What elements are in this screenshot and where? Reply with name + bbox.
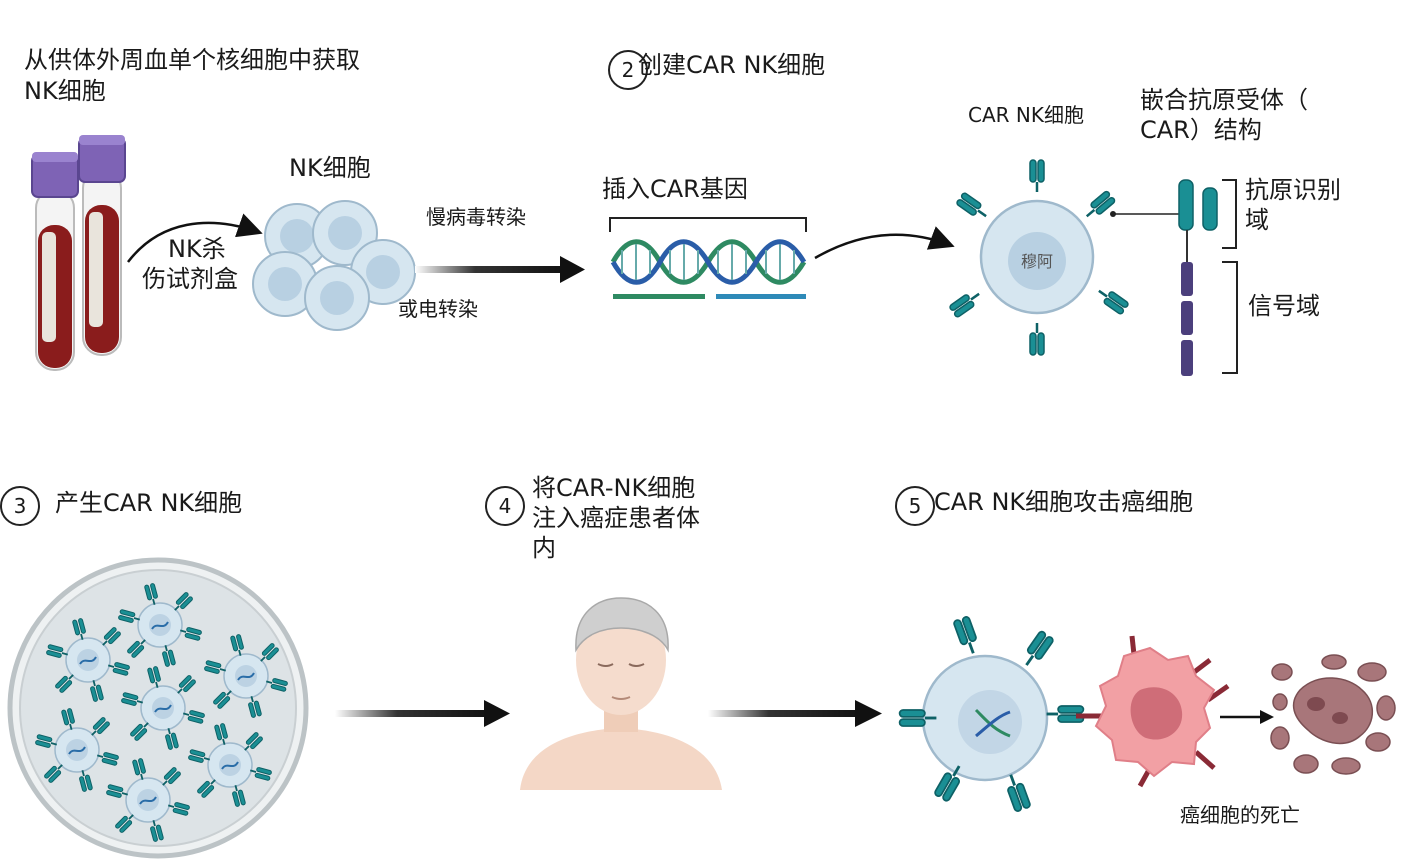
- dna-helix-icon: [610, 239, 807, 299]
- nk-cell: [252, 251, 318, 317]
- blood-tubes: [31, 135, 126, 371]
- step4-title-line1: 将CAR-NK细胞: [532, 474, 696, 502]
- step5-title: CAR NK细胞攻击癌细胞: [934, 488, 1194, 516]
- step4-number-badge: 4: [485, 486, 525, 526]
- kit-arrow: [127, 213, 263, 263]
- nucleus-label: 穆阿: [1021, 252, 1054, 271]
- attacking-car-nk-cell: [898, 614, 1085, 814]
- arrow-dish-to-patient: [335, 700, 510, 727]
- nk-cells-label: NK细胞: [289, 154, 371, 182]
- dish-car-nk-cell: [34, 707, 120, 793]
- dish-car-nk-cell: [45, 617, 131, 703]
- curve-arrow-to-car-nk: [814, 226, 955, 260]
- patient-illustration: [520, 597, 722, 790]
- gene-bracket: [609, 217, 807, 232]
- step1-title-line1: 从供体外周血单个核细胞中获取: [24, 46, 360, 74]
- transduction-arrow: [415, 256, 585, 283]
- step2-title: 创建CAR NK细胞: [638, 51, 826, 79]
- signal-domain-label: 信号域: [1248, 292, 1320, 320]
- step4-title-line3: 内: [532, 534, 556, 562]
- step4-title-line2: 注入癌症患者体: [532, 504, 700, 532]
- kit-label-line1: NK杀: [168, 235, 226, 263]
- dish-car-nk-cell: [203, 633, 289, 719]
- cancer-cell: [1076, 635, 1230, 788]
- nk-cell-cluster: [252, 200, 416, 331]
- dish-car-nk-cell: [120, 665, 206, 751]
- electroporation-label: 或电转染: [398, 297, 478, 321]
- kit-label-line2: 伤试剂盒: [142, 265, 238, 293]
- blood-tube-right: [78, 135, 126, 356]
- car-structure-diagram: [1178, 179, 1238, 376]
- lentiviral-label: 慢病毒转染: [426, 205, 526, 229]
- antigen-domain-label-line1: 抗原识别: [1245, 176, 1341, 204]
- step5-number-badge: 5: [895, 486, 935, 526]
- cancer-death-label: 癌细胞的死亡: [1180, 803, 1300, 827]
- car-nk-cell: [947, 158, 1131, 357]
- car-nk-cell-label: CAR NK细胞: [968, 103, 1084, 127]
- step1-title-line2: NK细胞: [24, 77, 106, 105]
- antigen-domain-label-line2: 域: [1245, 206, 1269, 234]
- step2-number-badge: 2: [608, 50, 648, 90]
- car-structure-title-line2: CAR）结构: [1140, 116, 1262, 144]
- dish-car-nk-cell: [187, 722, 273, 808]
- dead-cancer-cell: [1270, 654, 1396, 775]
- arrow-patient-to-attack: [708, 700, 882, 727]
- blood-tube-left: [31, 152, 79, 371]
- dish-car-nk-cells: [34, 582, 289, 843]
- dish-car-nk-cell: [105, 757, 191, 843]
- insert-gene-label: 插入CAR基因: [602, 175, 748, 203]
- dish-car-nk-cell: [117, 582, 203, 668]
- car-structure-title-line1: 嵌合抗原受体（: [1140, 86, 1308, 114]
- step3-title: 产生CAR NK细胞: [55, 489, 243, 517]
- step3-number-badge: 3: [0, 486, 40, 526]
- arrow-to-dead-cell: [1220, 710, 1274, 724]
- nk-cell: [304, 265, 370, 331]
